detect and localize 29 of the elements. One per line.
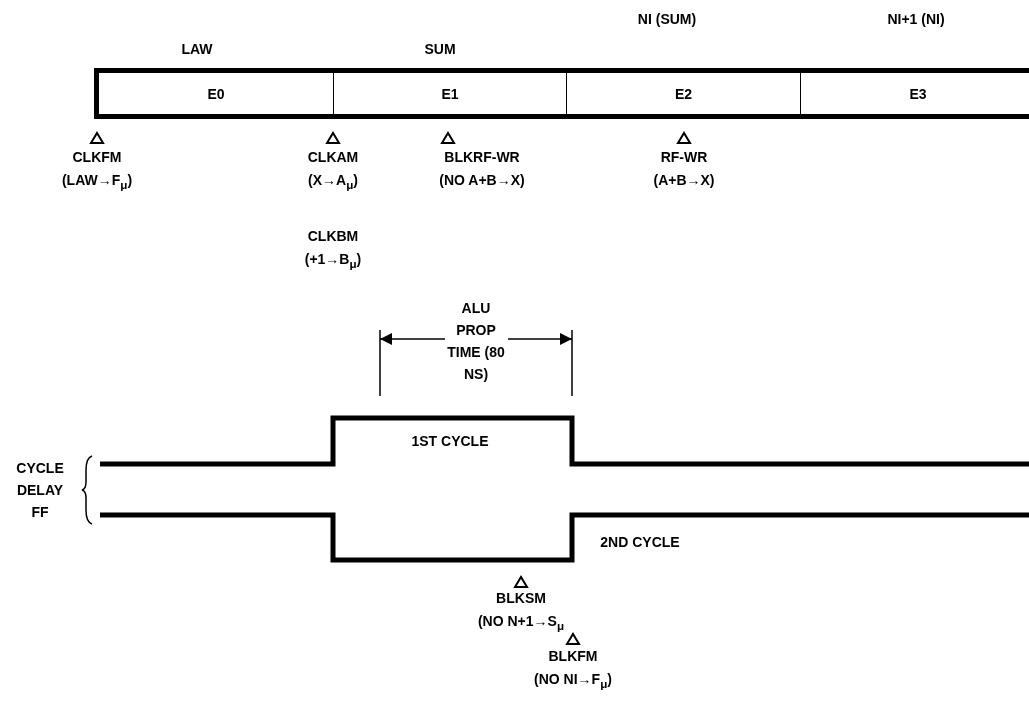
signal-label: (NO NI→F$_{μ}$): [534, 670, 612, 692]
stage-cell: [94, 68, 333, 119]
stage-cell: [566, 68, 800, 119]
signal-label: (+1→B$_{μ}$): [304, 250, 362, 272]
stage-name: E3: [909, 85, 927, 102]
signal-label: CLKFM: [72, 148, 122, 167]
signal-label: RF-WR: [660, 148, 708, 167]
register-label: NI (SUM): [637, 10, 697, 29]
cycle-label: 1ST CYCLE: [411, 432, 489, 451]
signal-label: (NO N+1→S$_{μ}$: [477, 612, 565, 634]
stage-name: E1: [441, 85, 459, 102]
signal-label: BLKFM: [548, 647, 598, 666]
signal-label: (LAW→F$_{μ}$): [61, 171, 133, 193]
stage-name: E2: [674, 85, 693, 102]
signal-label: (A+B→X): [653, 171, 715, 190]
signal-label: (NO A+B→X): [439, 171, 525, 190]
signal-label: (X→A$_{μ}$): [308, 171, 358, 193]
cycle-label: 2ND CYCLE: [600, 533, 680, 552]
signal-label: CYCLE DELAY FF: [15, 459, 65, 522]
signal-label: CLKAM: [307, 148, 359, 167]
signal-label: BLKSM: [496, 589, 546, 608]
stage-cell: [800, 68, 1029, 119]
signal-label: CLKBM: [307, 227, 359, 246]
register-label: SUM: [424, 40, 456, 59]
register-label: NI+1 (NI): [886, 10, 946, 29]
signal-label: BLKRF-WR: [444, 148, 520, 167]
stage-cell: [333, 68, 566, 119]
stage-name: E0: [207, 85, 225, 102]
register-label: LAW: [181, 40, 213, 59]
